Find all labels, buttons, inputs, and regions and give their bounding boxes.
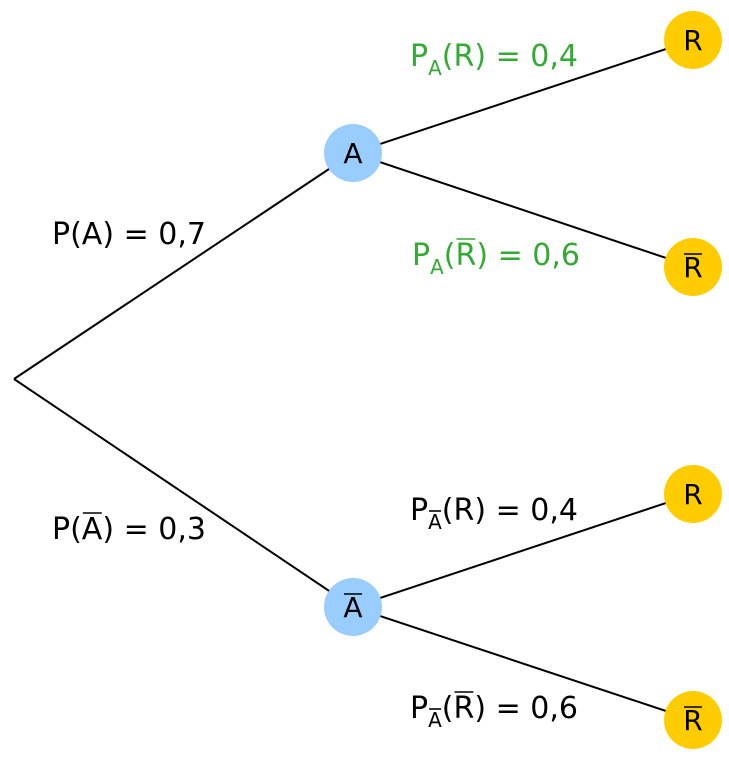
label-p-not-a-text: P(A) = 0,3	[52, 512, 206, 547]
label-p-a: P(A) = 0,7	[52, 217, 206, 252]
tree-edges	[13, 39, 694, 721]
label-p-a-not-r-event: R	[456, 238, 477, 273]
node-a-letter: A	[343, 137, 362, 170]
leaf-a-not-r-circle	[664, 238, 722, 296]
leaf-not-a-r-circle	[664, 465, 722, 523]
label-p-a-r-value: = 0,4	[486, 39, 578, 74]
leaf-a-r-circle	[664, 11, 722, 69]
edge-root-to-not-a	[13, 378, 354, 608]
leaf-not-a-r-letter: R	[683, 478, 702, 511]
edge-probability-labels: P(A) = 0,7PA(R) = 0,4PA(R) = 0,6P(A) = 0…	[52, 39, 580, 732]
leaf-not-a-not-r-circle	[664, 691, 722, 749]
label-p-not-a-r-condition: A	[428, 510, 442, 534]
label-p-not-a-value: ) = 0,3	[102, 512, 206, 547]
leaf-a-not-r: R	[664, 238, 722, 296]
label-p-not-a-not-r-condition: A	[428, 708, 442, 732]
node-not-a: A	[324, 578, 382, 636]
label-p-a-not-r-condition: A	[430, 255, 444, 279]
leaf-a-r-letter: R	[683, 24, 702, 57]
label-p-a-r-event: R	[454, 39, 475, 74]
label-p-a-r-paren-close: )	[474, 39, 486, 74]
node-a-circle	[324, 124, 382, 182]
node-not-a-letter: A	[343, 591, 362, 624]
label-p-not-a-r-base: P	[410, 493, 428, 528]
node-not-a-circle	[324, 578, 382, 636]
label-p-not-a-r: PA(R) = 0,4	[410, 493, 578, 534]
label-p-a-event: A	[82, 217, 103, 252]
label-p-a-r-text: PA(R) = 0,4	[410, 39, 578, 80]
label-p-not-a-not-r-value: = 0,6	[486, 691, 578, 726]
label-p-not-a-r-event: R	[454, 493, 475, 528]
edge-a-to-not-r	[352, 152, 694, 268]
edge-not-a-to-r	[352, 493, 694, 608]
label-p-not-a-r-paren-open: (	[442, 493, 454, 528]
label-p-not-a-not-r-text: PA(R) = 0,6	[410, 691, 578, 732]
label-p-not-a-r-text: PA(R) = 0,4	[410, 493, 578, 534]
label-p-a-value: ) = 0,7	[102, 217, 206, 252]
label-p-not-a: P(A) = 0,3	[52, 512, 206, 547]
leaf-a-r: R	[664, 11, 722, 69]
label-p-not-a-not-r-base: P	[410, 691, 428, 726]
leaf-not-a-not-r-letter: R	[683, 704, 702, 737]
label-p-a-not-r-text: PA(R) = 0,6	[412, 238, 580, 279]
label-p-not-a-r-value: = 0,4	[486, 493, 578, 528]
label-p-not-a-not-r-event: R	[454, 691, 475, 726]
label-p-not-a-not-r-paren-close: )	[474, 691, 486, 726]
leaf-not-a-not-r: R	[664, 691, 722, 749]
leaf-not-a-r: R	[664, 465, 722, 523]
edge-not-a-to-not-r	[352, 606, 694, 721]
label-p-a-not-r-base: P	[412, 238, 430, 273]
leaf-a-not-r-letter: R	[683, 251, 702, 284]
label-p-a-r: PA(R) = 0,4	[410, 39, 578, 80]
label-p-a-r-condition: A	[428, 56, 442, 80]
label-p-not-a-prefix: P(	[52, 512, 82, 547]
label-p-a-not-r-value: = 0,6	[488, 238, 580, 273]
label-p-a-r-base: P	[410, 39, 428, 74]
label-p-not-a-not-r-paren-open: (	[442, 691, 454, 726]
label-p-a-not-r-paren-open: (	[444, 238, 456, 273]
label-p-a-not-r: PA(R) = 0,6	[412, 238, 580, 279]
label-p-a-r-paren-open: (	[442, 39, 454, 74]
edge-root-to-a	[13, 152, 354, 380]
label-p-not-a-event: A	[82, 512, 103, 547]
label-p-a-prefix: P(	[52, 217, 82, 252]
label-p-a-text: P(A) = 0,7	[52, 217, 206, 252]
label-p-a-not-r-paren-close: )	[476, 238, 488, 273]
label-p-not-a-r-paren-close: )	[474, 493, 486, 528]
label-p-not-a-not-r: PA(R) = 0,6	[410, 691, 578, 732]
node-a: A	[324, 124, 382, 182]
edge-a-to-r	[352, 39, 694, 154]
